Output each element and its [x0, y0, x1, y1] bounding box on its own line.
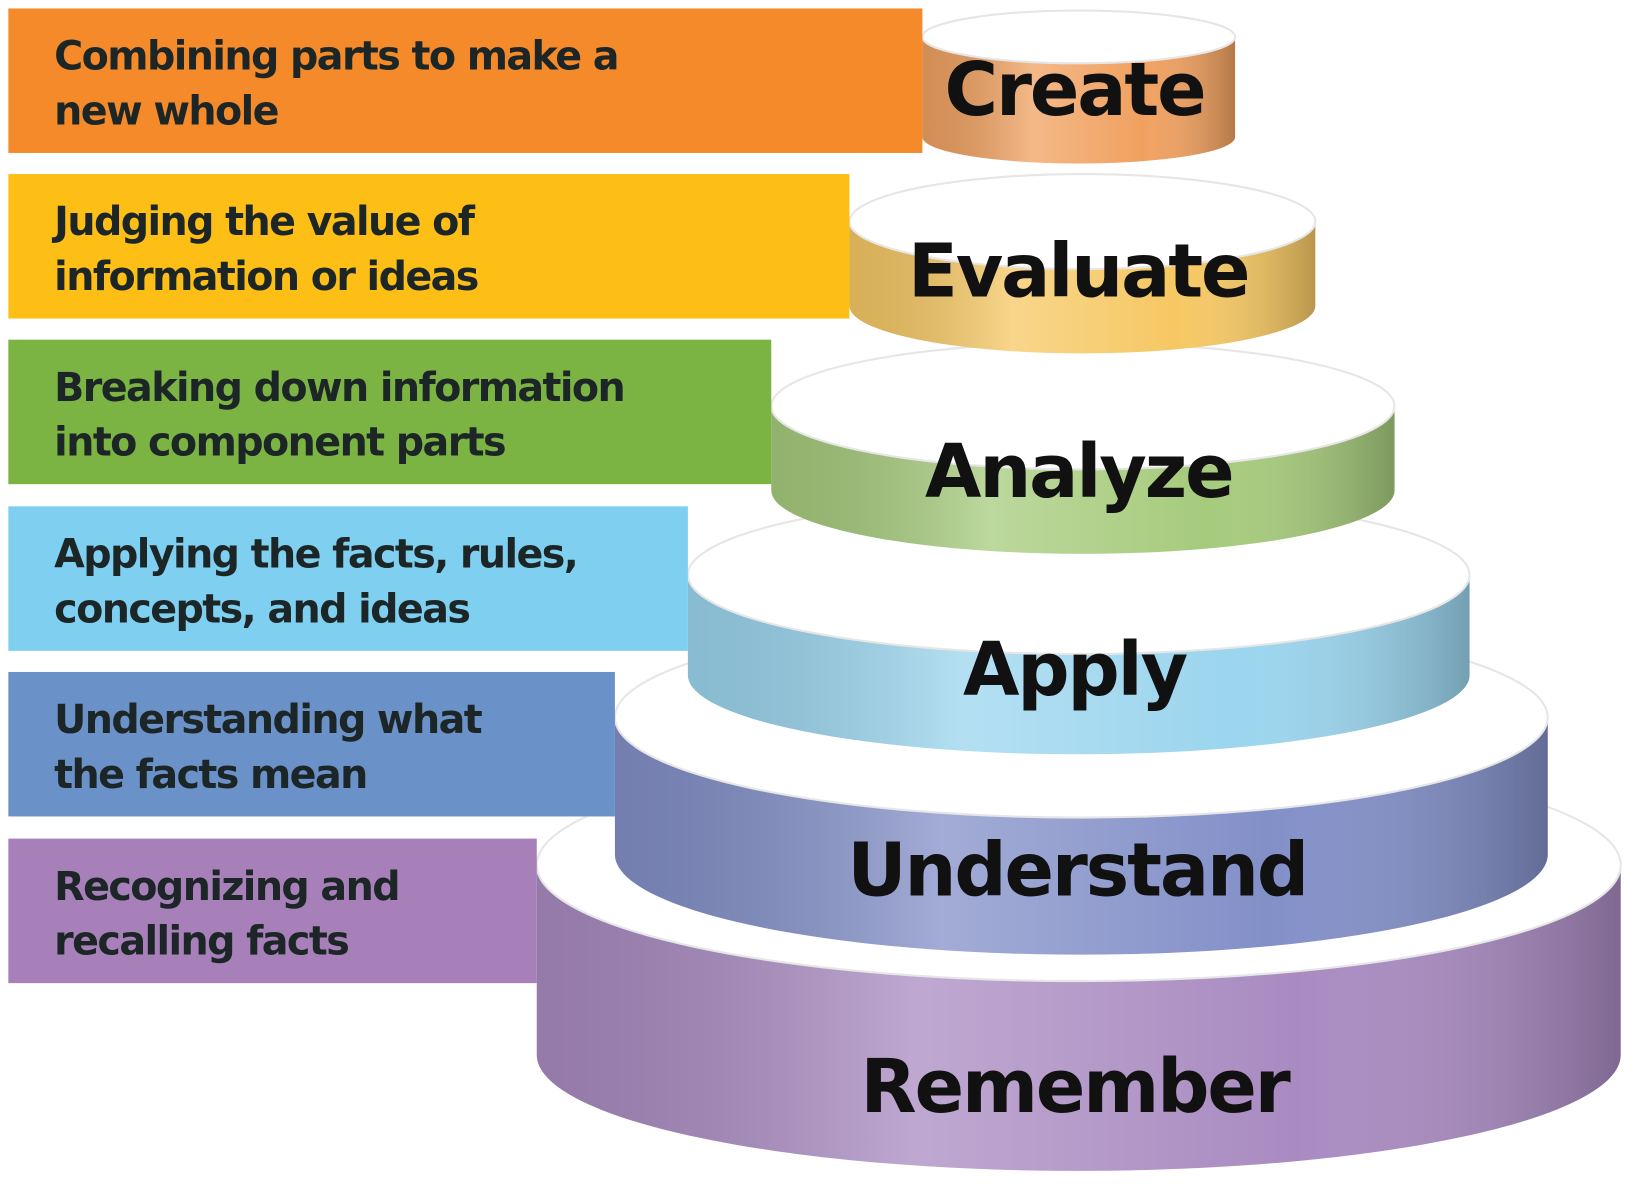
cylinder-shading [849, 221, 1316, 354]
description-line: Applying the facts, rules, [54, 531, 577, 577]
cylinder-shading [687, 574, 1470, 755]
description-line: the facts mean [54, 752, 367, 798]
description-band [8, 8, 923, 153]
description-line: new whole [54, 88, 278, 134]
band-evaluate: Judging the value of information or ideas [8, 174, 850, 319]
level-label: Evaluate [908, 229, 1248, 315]
tier-analyze: Analyze [770, 341, 1396, 554]
cylinder-shading [922, 36, 1236, 164]
description-line: Combining parts to make a [54, 33, 618, 79]
cylinder-shading [536, 864, 1621, 1171]
level-label: Remember [860, 1045, 1290, 1131]
description-line: recalling facts [54, 918, 348, 964]
band-understand: Understanding what the facts mean [8, 671, 615, 817]
band-remember: Recognizing and recalling facts [8, 838, 537, 984]
description-band [8, 506, 688, 651]
description-line: into component parts [54, 419, 505, 465]
description-line: Breaking down information [54, 365, 624, 411]
description-band [8, 174, 850, 319]
cylinder-shading [771, 406, 1395, 554]
description-line: Understanding what [54, 697, 482, 743]
cylinder-shading [614, 717, 1548, 955]
band-analyze: Breaking down information into component … [8, 339, 772, 485]
description-line: information or ideas [54, 254, 478, 300]
band-apply: Applying the facts, rules, concepts, and … [8, 506, 688, 651]
level-label: Apply [963, 628, 1187, 714]
level-label: Create [945, 48, 1205, 134]
description-band [8, 671, 615, 817]
description-line: Judging the value of [51, 199, 475, 245]
tier-evaluate: Evaluate [848, 172, 1317, 354]
description-band [8, 339, 772, 485]
level-label: Analyze [925, 430, 1233, 516]
description-band [8, 838, 537, 984]
description-line: concepts, and ideas [54, 586, 469, 632]
description-line: Recognizing and [54, 864, 399, 910]
tier-create: Create [921, 9, 1237, 164]
band-create: Combining parts to make a new whole [8, 8, 923, 153]
level-label: Understand [847, 828, 1307, 914]
